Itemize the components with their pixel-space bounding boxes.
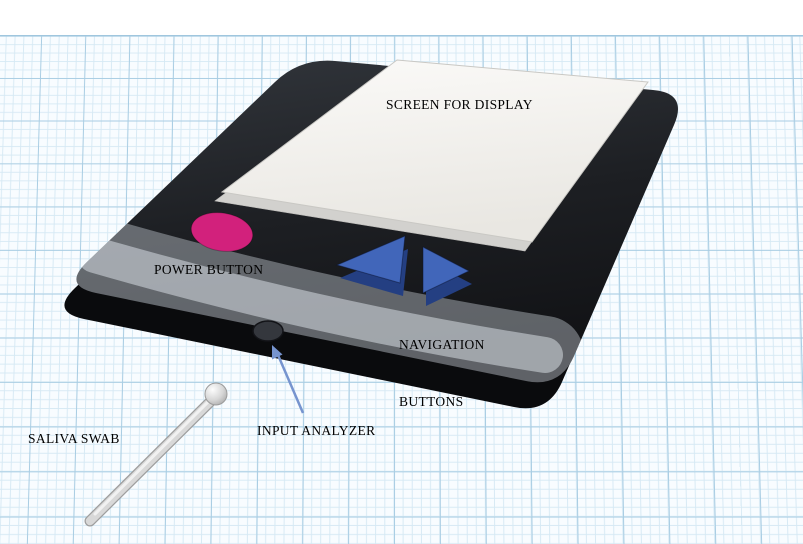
saliva-swab-tip: [204, 382, 228, 406]
navigation-label-line1: NAVIGATION: [399, 337, 485, 352]
power-button-shape: [190, 212, 254, 252]
navigation-label-line2: BUTTONS: [399, 394, 464, 409]
screen-face: [220, 59, 649, 243]
pointer-arrow-head: [272, 345, 283, 360]
screen-label: SCREEN FOR DISPLAY: [386, 97, 533, 112]
pointer-arrow-line: [276, 354, 305, 414]
nav-button-left-top: [335, 235, 406, 284]
saliva-swab: [84, 382, 228, 527]
navigation-buttons-label: NAVIGATION BUTTONS: [399, 297, 485, 449]
device-sheen: [76, 216, 584, 383]
saliva-swab-label: SALIVA SWAB: [28, 431, 120, 446]
pointer-arrow: [272, 345, 305, 414]
power-button-label: POWER BUTTON: [154, 262, 264, 277]
saliva-swab-highlight: [93, 400, 210, 516]
input-analyzer-port: [252, 320, 284, 342]
nav-button-right-top: [422, 246, 471, 294]
input-analyzer-label: INPUT ANALYZER: [257, 423, 376, 438]
